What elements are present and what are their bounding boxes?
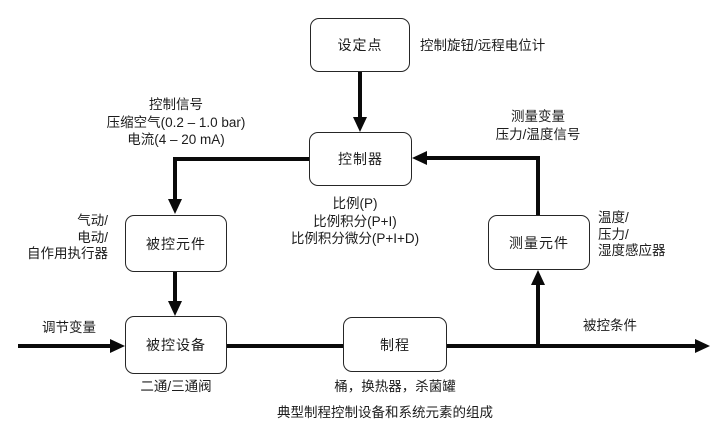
node-measuring-element-label: 测量元件 [509, 234, 569, 251]
node-process: 制程 [343, 317, 447, 372]
node-process-label: 制程 [380, 336, 410, 353]
arrowhead-process-to-output [695, 339, 710, 353]
connector-element-to-device [173, 272, 177, 302]
connector-process-to-output [447, 344, 696, 348]
label-measured-variable-line2: 压力/温度信号 [495, 126, 581, 142]
connector-setpoint-to-controller [358, 72, 362, 118]
label-pid-modes-line2: 比例积分(P+I) [313, 213, 397, 229]
node-controlled-device-label: 被控设备 [146, 337, 206, 353]
label-actuator-types-line3: 自作用执行器 [27, 246, 108, 261]
label-control-signal-line2: 压缩空气(0.2 – 1.0 bar) [106, 114, 246, 130]
connector-measuring-to-controller-v [536, 156, 540, 215]
node-controlled-device: 被控设备 [125, 316, 227, 374]
node-measuring-element: 测量元件 [488, 215, 590, 270]
label-control-signal: 控制信号 压缩空气(0.2 – 1.0 bar) 电流(4 – 20 mA) [70, 96, 282, 149]
arrowhead-setpoint-to-controller [353, 117, 367, 132]
label-controlled-condition: 被控条件 [583, 318, 637, 333]
label-sensor-types-line2: 压力/ [598, 226, 629, 242]
arrowhead-measuring-to-controller [412, 151, 427, 165]
label-control-signal-line1: 控制信号 [149, 97, 203, 112]
node-setpoint-label: 设定点 [337, 37, 383, 53]
label-measured-variable: 测量变量 压力/温度信号 [460, 108, 616, 143]
connector-controller-to-element-v [173, 157, 177, 200]
node-controlled-element: 被控元件 [125, 215, 227, 272]
arrowhead-output-to-measuring [531, 270, 545, 285]
node-controlled-element-label: 被控元件 [146, 235, 206, 252]
caption: 典型制程控制设备和系统元素的组成 [277, 405, 493, 420]
connector-output-to-measuring [536, 284, 540, 346]
label-regulating-variable: 调节变量 [42, 320, 96, 335]
label-actuator-types-line2: 电动/ [77, 229, 108, 245]
label-sensor-types-line3: 湿度感应器 [598, 243, 666, 258]
node-controller: 控制器 [309, 132, 412, 186]
arrowhead-controller-to-element [168, 199, 182, 214]
node-controller-label: 控制器 [338, 151, 383, 167]
label-pid-modes-line3: 比例积分微分(P+I+D) [290, 231, 420, 246]
label-actuator-types: 气动/ 电动/ 自作用执行器 [20, 213, 108, 263]
label-pid-modes: 比例(P) 比例积分(P+I) 比例积分微分(P+I+D) [270, 195, 440, 248]
arrowhead-input-to-device [110, 339, 125, 353]
connector-controller-to-element-h [175, 157, 309, 161]
label-pid-modes-line1: 比例(P) [332, 196, 378, 211]
label-sensor-types-line1: 温度/ [598, 210, 629, 225]
node-setpoint: 设定点 [310, 18, 410, 72]
label-control-signal-line3: 电流(4 – 20 mA) [127, 132, 225, 147]
connector-input-to-device [18, 344, 113, 348]
label-actuator-types-line1: 气动/ [77, 213, 108, 228]
label-valve-note: 二通/三通阀 [140, 379, 212, 394]
label-vessel-note: 桶，换热器，杀菌罐 [334, 379, 456, 394]
label-sensor-types: 温度/ 压力/ 湿度感应器 [598, 210, 666, 260]
connector-measuring-to-controller-h [427, 156, 540, 160]
connector-device-to-process [227, 344, 343, 348]
label-measured-variable-line1: 测量变量 [511, 109, 565, 124]
arrowhead-element-to-device [168, 301, 182, 316]
label-setpoint-note: 控制旋钮/远程电位计 [420, 38, 546, 53]
